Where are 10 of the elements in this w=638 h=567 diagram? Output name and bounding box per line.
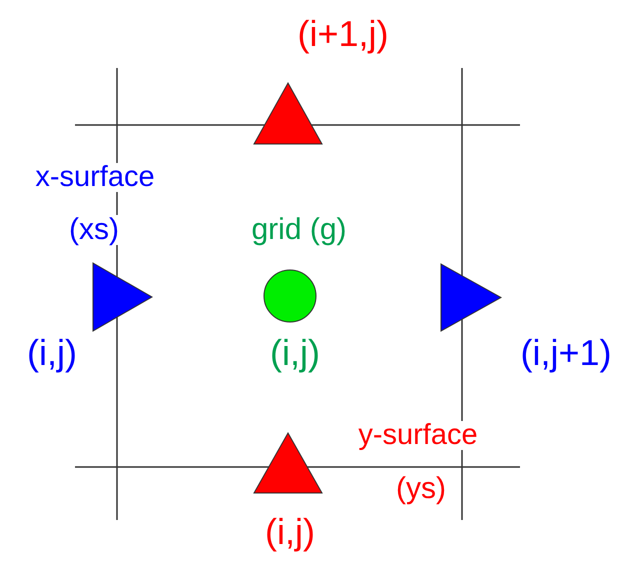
marker-label: (ys) — [396, 474, 446, 504]
triangle-marker — [440, 263, 502, 332]
circle-marker — [263, 269, 317, 323]
marker-label: (xs) — [69, 215, 119, 245]
marker-label: y-surface — [358, 421, 478, 450]
marker-label: grid (g) — [251, 215, 347, 245]
triangle-marker — [253, 82, 323, 145]
triangle-marker — [253, 432, 323, 494]
marker-label: x-surface — [35, 163, 155, 192]
triangle-marker — [92, 262, 153, 332]
